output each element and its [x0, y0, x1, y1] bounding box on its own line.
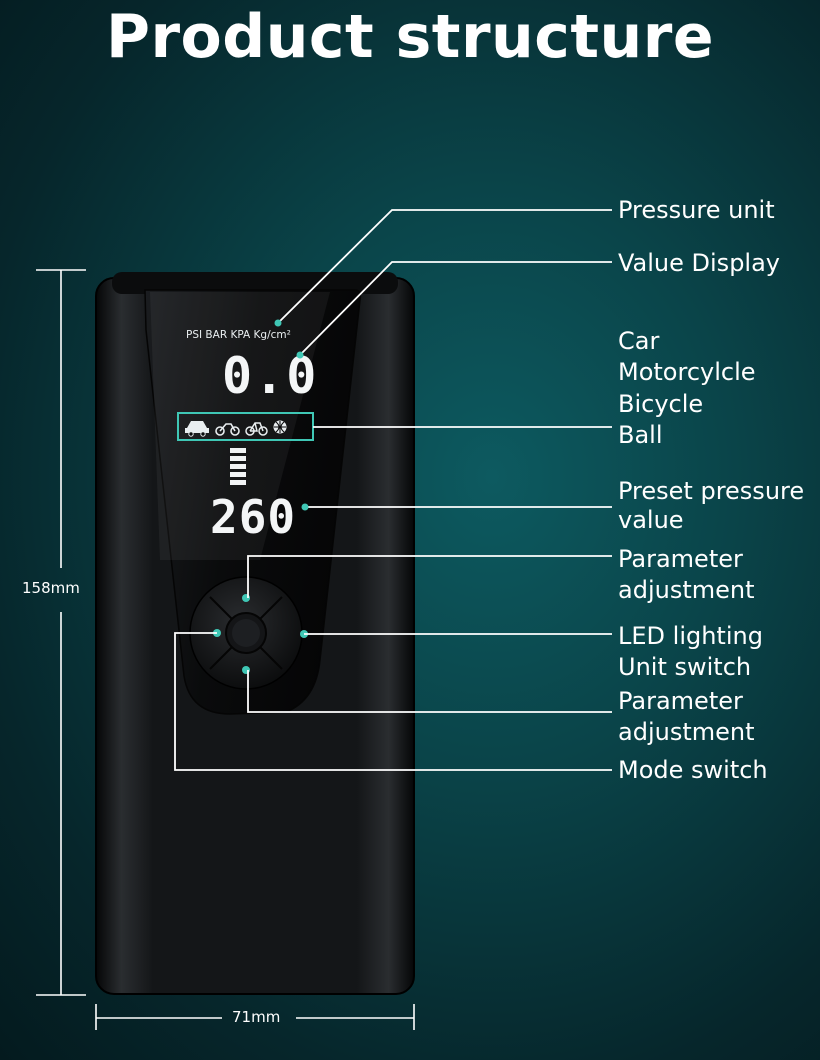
width-dimension — [95, 1004, 415, 1030]
height-dimension — [36, 269, 86, 996]
display-value: 0.0 — [222, 347, 318, 405]
power-button[interactable] — [232, 619, 260, 647]
label-value-display: Value Display — [618, 249, 780, 277]
label-ball: Ball — [618, 421, 663, 449]
label-pressure-unit: Pressure unit — [618, 196, 775, 224]
label-led-lighting: LED lighting — [618, 622, 763, 650]
width-label: 71mm — [232, 1008, 281, 1026]
pressure-level-bars — [230, 448, 246, 485]
display-preset: 260 — [210, 490, 296, 544]
label-param-adj-bottom-1: Parameter — [618, 687, 743, 715]
bicycle-icon — [245, 422, 268, 436]
display-units: PSI BAR KPA Kg/cm² — [186, 329, 291, 341]
callout-dots — [274, 319, 309, 511]
label-car: Car — [618, 327, 660, 355]
label-param-adj-top-1: Parameter — [618, 545, 743, 573]
label-unit-switch: Unit switch — [618, 653, 752, 681]
label-preset-line2: value — [618, 506, 684, 534]
label-param-adj-top-2: adjustment — [618, 576, 755, 604]
motorcycle-icon — [215, 423, 240, 436]
height-label: 158mm — [22, 579, 80, 597]
label-param-adj-bottom-2: adjustment — [618, 718, 755, 746]
callout-lines — [174, 209, 612, 771]
ball-icon — [273, 420, 287, 434]
label-bicycle: Bicycle — [618, 390, 704, 418]
car-icon — [185, 421, 209, 437]
page-title: Product structure — [105, 2, 715, 72]
label-preset-line1: Preset pressure — [618, 477, 805, 505]
label-motorcycle: Motorcylcle — [618, 358, 756, 386]
vehicle-mode-icons — [185, 420, 287, 437]
label-mode-switch: Mode switch — [618, 756, 768, 784]
